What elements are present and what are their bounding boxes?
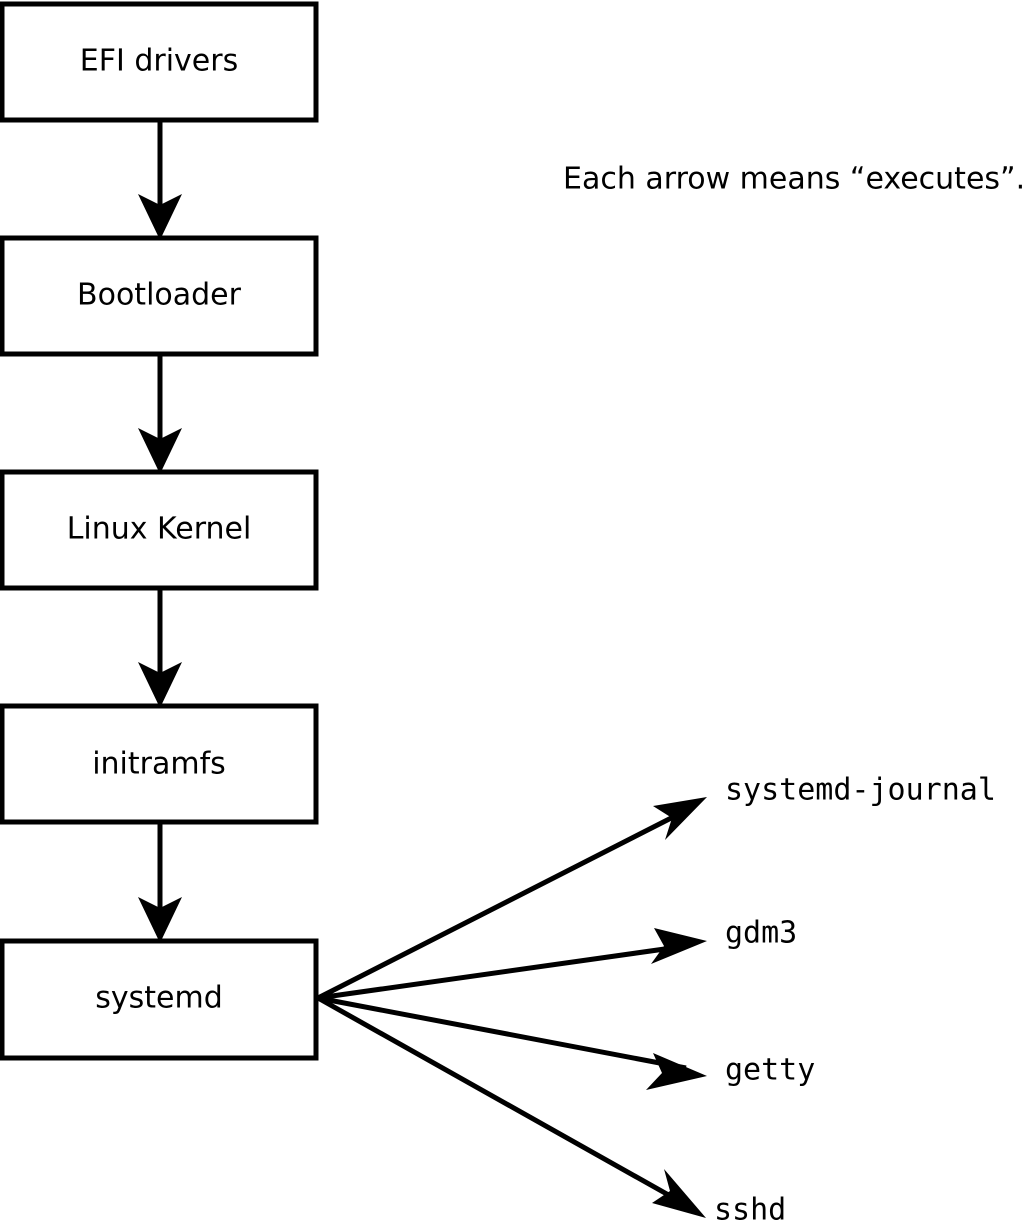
edge-systemd-to-gdm3 — [317, 928, 707, 1001]
box-outline — [0, 938, 319, 1061]
label-systemd-journal: systemd-journal — [725, 773, 996, 808]
edge-line — [317, 943, 687, 1001]
arrow-head-down — [138, 662, 182, 708]
edge-line — [317, 995, 687, 1071]
box-linux-kernel[interactable]: Linux Kernel — [0, 469, 319, 591]
arrow-head-down — [138, 194, 182, 240]
arrow-head-down-right — [646, 1053, 707, 1090]
label-gdm3: gdm3 — [725, 916, 797, 951]
process-boxes: EFI drivers Bootloader Linux Kernel init… — [0, 1, 319, 1061]
arrow-head-down-right — [652, 1169, 706, 1218]
label-sshd: sshd — [714, 1193, 786, 1228]
service-labels: systemd-journal gdm3 getty sshd — [714, 773, 996, 1228]
edge-efi-drivers-to-bootloader — [138, 120, 182, 240]
box-outline — [0, 703, 319, 825]
box-label: EFI drivers — [80, 44, 238, 79]
edge-line — [316, 995, 683, 1205]
edge-systemd-to-getty — [317, 995, 707, 1090]
arrow-head-down — [138, 897, 182, 943]
edge-bootloader-to-linux-kernel — [138, 354, 182, 474]
legend-note: Each arrow means “executes”. — [563, 162, 1023, 197]
vertical-edges — [138, 120, 182, 943]
box-label: initramfs — [92, 747, 226, 782]
box-outline — [0, 469, 319, 591]
box-label: Bootloader — [77, 278, 242, 313]
edge-systemd-to-systemd-journal — [316, 797, 707, 1001]
fanout-edges — [316, 797, 707, 1218]
arrow-head-up-right — [651, 928, 707, 964]
edge-line — [316, 809, 685, 1001]
edge-linux-kernel-to-initramfs — [138, 588, 182, 708]
box-initramfs[interactable]: initramfs — [0, 703, 319, 825]
box-label: Linux Kernel — [67, 512, 252, 547]
edge-systemd-to-sshd — [316, 995, 706, 1218]
box-bootloader[interactable]: Bootloader — [0, 235, 319, 357]
edge-initramfs-to-systemd — [138, 822, 182, 943]
box-outline — [0, 1, 319, 123]
label-getty: getty — [725, 1053, 815, 1088]
arrow-head-down — [138, 428, 182, 474]
box-systemd[interactable]: systemd — [0, 938, 319, 1061]
box-label: systemd — [95, 981, 223, 1016]
arrow-head-up-right — [653, 797, 707, 840]
box-outline — [0, 235, 319, 357]
box-efi-drivers[interactable]: EFI drivers — [0, 1, 319, 123]
